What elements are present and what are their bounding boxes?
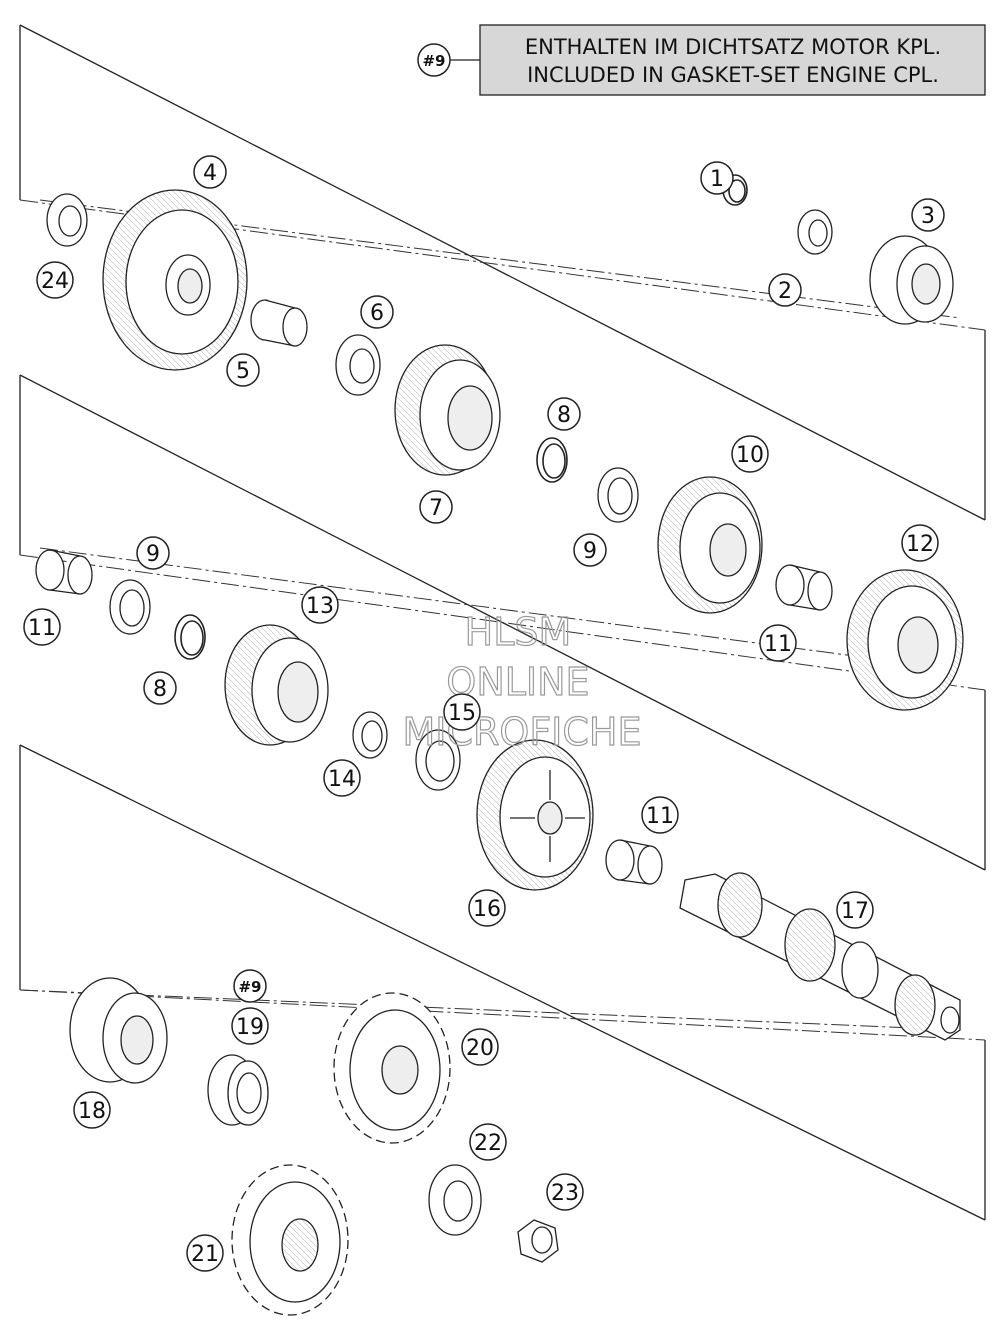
callout-10: 10: [731, 435, 769, 473]
watermark-line-3: MICROFICHE: [402, 710, 641, 754]
legend-tag: #9: [422, 52, 445, 70]
callout-1: 1: [700, 161, 734, 195]
callout-6: 6: [360, 295, 394, 329]
svg-text:5: 5: [236, 359, 250, 384]
svg-text:17: 17: [841, 899, 869, 924]
svg-text:2: 2: [778, 279, 792, 304]
part-24-washer: [46, 193, 88, 247]
callout-7: 7: [419, 490, 453, 524]
svg-text:8: 8: [557, 403, 571, 428]
svg-text:16: 16: [473, 897, 501, 922]
watermark-line-1: HLSM: [465, 610, 572, 654]
part-12-gear: [846, 569, 964, 711]
svg-text:20: 20: [466, 1036, 494, 1061]
svg-text:4: 4: [203, 161, 217, 186]
callout-16: 16: [468, 889, 506, 927]
part-6-washer: [335, 334, 381, 396]
panel-lower-shaft: [19, 744, 986, 1221]
watermark: HLSM ONLINE MICROFICHE: [402, 609, 642, 754]
callout-5: 5: [226, 353, 260, 387]
callout-20: 20: [461, 1028, 499, 1066]
callout-19: 19: [231, 1007, 269, 1045]
part-20-sprocket: [333, 992, 451, 1144]
part-18-bearing: [69, 977, 168, 1084]
callout-13: 13: [301, 586, 339, 624]
part-19-seal: [207, 1054, 269, 1126]
callout-23: 23: [546, 1173, 584, 1211]
svg-text:18: 18: [78, 1099, 106, 1124]
callout-22: 22: [469, 1123, 507, 1161]
svg-text:6: 6: [370, 301, 384, 326]
part-21-sprocket: [231, 1164, 349, 1316]
part-14-washer: [352, 711, 388, 759]
callout-21: 21: [186, 1234, 224, 1272]
part-17-shaft: [679, 872, 961, 1041]
svg-text:11: 11: [764, 632, 792, 657]
svg-text:24: 24: [41, 269, 69, 294]
callout-3: 3: [911, 198, 945, 232]
callout-11-upper: 11: [759, 624, 797, 662]
part-10-gear: [657, 476, 763, 614]
part-8-circlip-upper: [536, 437, 568, 483]
callout-11-right: 11: [641, 796, 679, 834]
callout-18: 18: [73, 1091, 111, 1129]
callout-19-tag: #9: [233, 969, 267, 1003]
svg-text:22: 22: [474, 1131, 502, 1156]
svg-text:12: 12: [906, 532, 934, 557]
svg-text:15: 15: [448, 701, 476, 726]
svg-text:#9: #9: [238, 978, 261, 996]
legend-box: [479, 24, 986, 96]
svg-text:11: 11: [28, 616, 56, 641]
svg-text:3: 3: [921, 204, 935, 229]
callout-4: 4: [193, 155, 227, 189]
callout-11-left: 11: [23, 608, 61, 646]
part-11-bushing-upper: [775, 564, 833, 611]
legend-line-german: ENTHALTEN IM DICHTSATZ MOTOR KPL.: [525, 35, 941, 59]
svg-text:10: 10: [736, 443, 764, 468]
callout-12: 12: [901, 524, 939, 562]
part-11-bushing-left: [35, 549, 93, 595]
part-7-gear: [394, 344, 501, 476]
callout-15: 15: [443, 693, 481, 731]
part-9-washer-upper: [597, 467, 639, 523]
callout-14: 14: [323, 759, 361, 797]
part-8-circlip-middle: [174, 614, 206, 660]
part-16-gear: [476, 739, 594, 891]
part-2-washer: [797, 209, 833, 255]
svg-text:1: 1: [710, 167, 724, 192]
svg-text:19: 19: [236, 1015, 264, 1040]
legend-line-english: INCLUDED IN GASKET-SET ENGINE CPL.: [527, 63, 939, 87]
part-15-washer: [415, 729, 461, 791]
callout-17: 17: [836, 891, 874, 929]
part-23-nut: [517, 1219, 559, 1263]
part-13-gear: [224, 624, 329, 746]
svg-text:23: 23: [551, 1181, 579, 1206]
callout-8-middle: 8: [143, 671, 177, 705]
part-4-gear: [102, 189, 248, 371]
part-11-bushing-right: [605, 839, 663, 885]
callout-8-upper: 8: [547, 397, 581, 431]
callout-24: 24: [36, 261, 74, 299]
part-22-lock-washer: [428, 1164, 482, 1236]
svg-text:21: 21: [191, 1242, 219, 1267]
callouts: 1 2 3 4 5 6 7 8 9 10 11 12 24 11 9 8 13 …: [23, 155, 945, 1272]
svg-text:14: 14: [328, 767, 356, 792]
svg-text:11: 11: [646, 804, 674, 829]
callout-9-middle: 9: [136, 536, 170, 570]
svg-text:13: 13: [306, 594, 334, 619]
callout-2: 2: [768, 273, 802, 307]
panel-upper-shaft: [19, 24, 986, 521]
part-3-bearing: [869, 235, 954, 325]
legend: #9 ENTHALTEN IM DICHTSATZ MOTOR KPL. INC…: [417, 24, 986, 96]
part-5-bushing: [250, 299, 308, 347]
part-9-washer-middle: [109, 579, 151, 635]
svg-text:9: 9: [146, 542, 160, 567]
callout-9-upper: 9: [573, 533, 607, 567]
svg-text:8: 8: [153, 677, 167, 702]
svg-text:9: 9: [583, 539, 597, 564]
svg-text:7: 7: [429, 496, 443, 521]
